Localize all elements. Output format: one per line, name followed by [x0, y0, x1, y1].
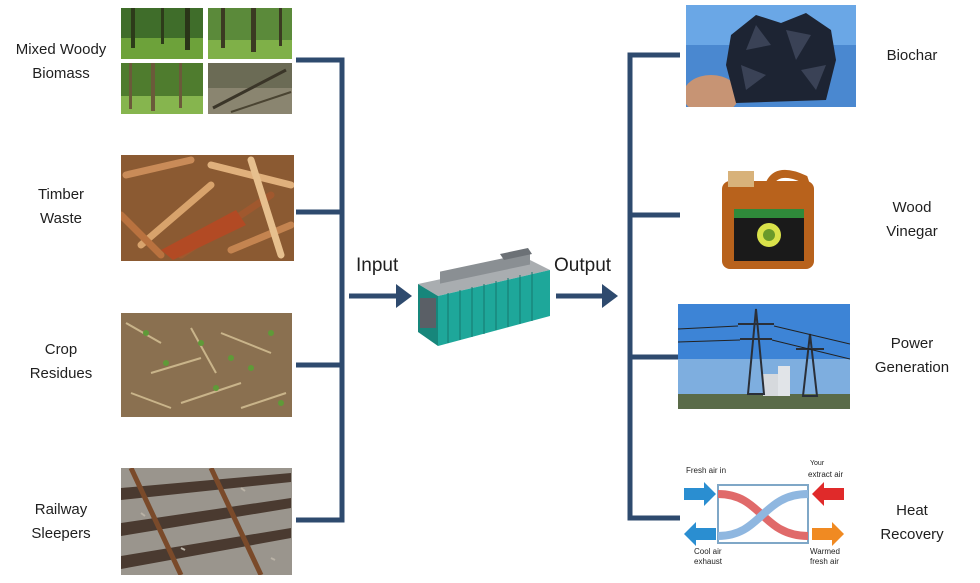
extract-air-text: extract air [808, 470, 844, 479]
crop-residues-image [121, 313, 292, 417]
mixed-woody-biomass-image [121, 8, 292, 114]
input-arrow-head [396, 284, 412, 308]
heat-recovery-image: Fresh air in Your extract air Cool air e… [682, 458, 846, 568]
power-generation-image [678, 304, 850, 409]
timber-waste-image [121, 155, 294, 261]
extract-air-top-text: Your [810, 460, 825, 467]
railway-sleepers-image [121, 468, 292, 575]
biochar-image [686, 5, 856, 107]
fresh-air-in-text: Fresh air in [686, 466, 727, 475]
output-arrow-head [602, 284, 618, 308]
output-label: Output [554, 255, 612, 276]
exhaust-text: exhaust [694, 557, 723, 566]
pyrolysis-container-image [410, 248, 556, 350]
output-bracket [627, 52, 680, 521]
output-label-biochar: Biochar [886, 47, 938, 64]
input-label: Input [356, 255, 399, 276]
input-bracket [296, 57, 345, 523]
warmed-text: Warmed [810, 547, 840, 556]
wood-vinegar-image [718, 167, 820, 270]
cool-air-text: Cool air [694, 547, 722, 556]
fresh-air-text: fresh air [810, 557, 839, 566]
